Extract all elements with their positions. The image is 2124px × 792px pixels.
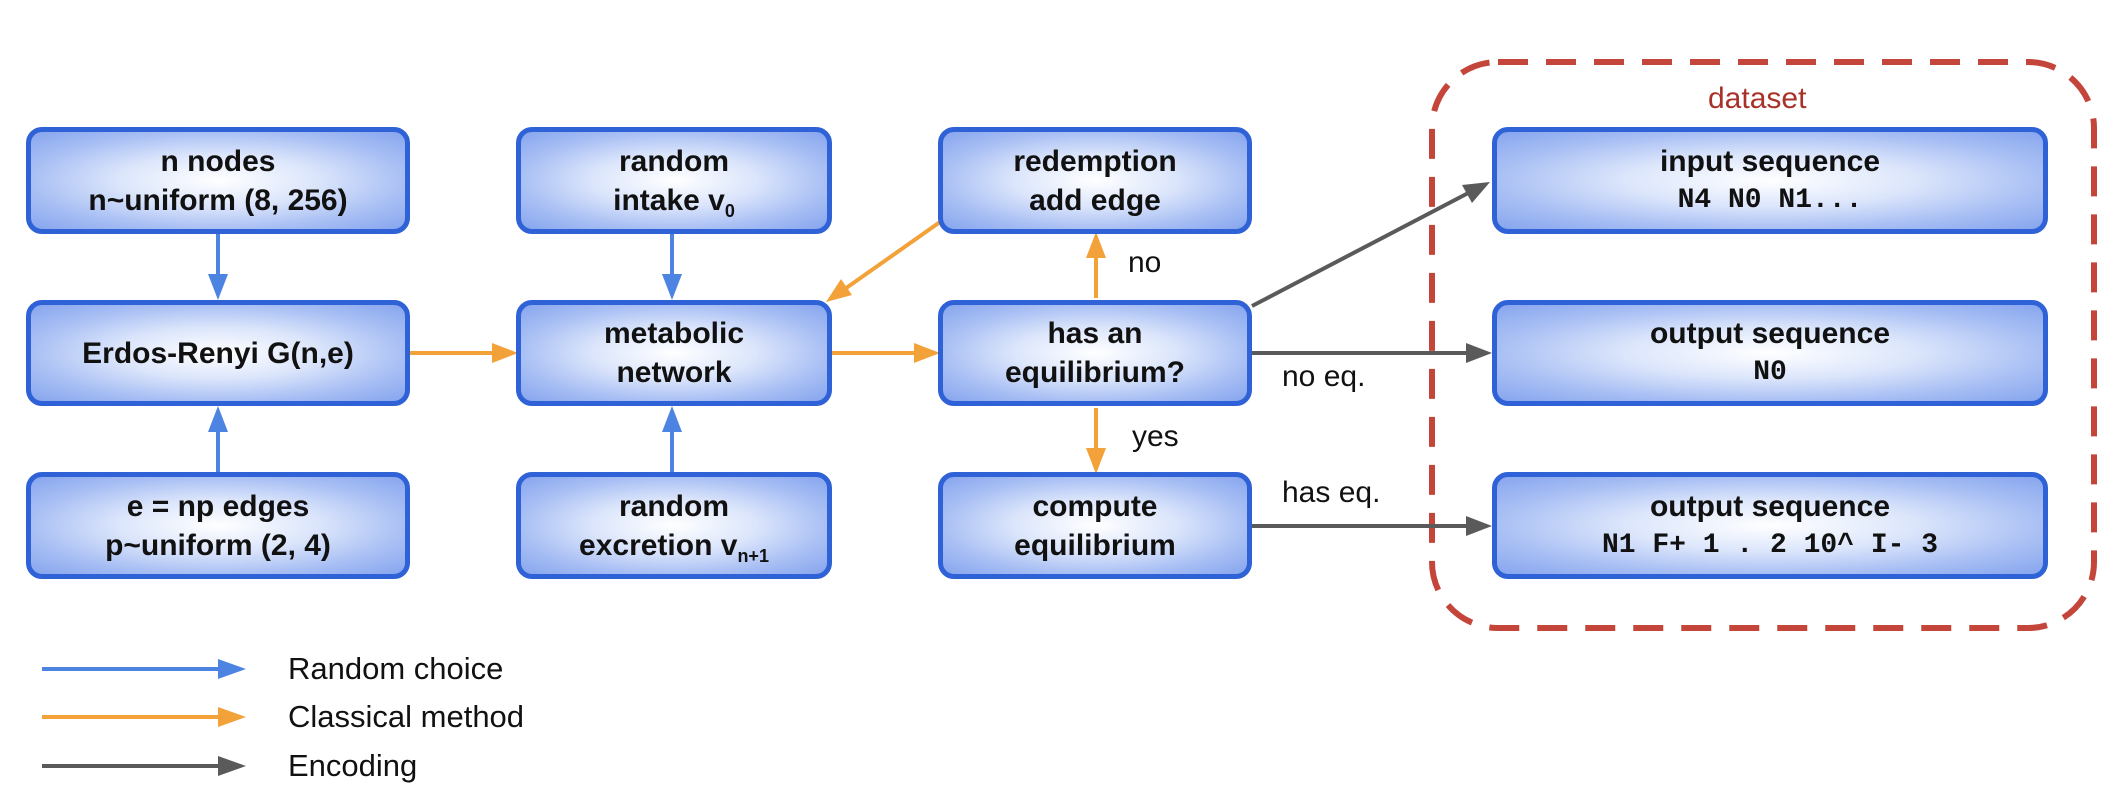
legend-label-random-choice: Random choice — [288, 651, 504, 686]
node-output-sequence-eq-line1: output sequence — [1649, 489, 1890, 523]
node-erdos-renyi-line1: Erdos-Renyi G(n,e) — [82, 336, 354, 370]
node-random-excretion: random excretion vn+1 — [516, 472, 832, 579]
arrow-edges-to-erdos-renyi — [208, 406, 228, 472]
node-redemption-line2: add edge — [1029, 183, 1161, 217]
node-random-excretion-line2-text: excretion v — [579, 528, 738, 562]
edge-label-no-eq: no eq. — [1282, 360, 1366, 393]
node-compute-equilibrium-line1: compute — [1032, 489, 1158, 523]
node-random-intake-line2-text: intake v — [613, 183, 725, 217]
node-edges: e = np edges p~uniform (2, 4) — [26, 472, 410, 579]
node-metabolic-network-line1: metabolic — [603, 317, 745, 350]
node-edges-line2: p~uniform (2, 4) — [105, 528, 331, 562]
node-metabolic-network-line2: network — [616, 356, 732, 389]
node-input-sequence-line1: input sequence — [1659, 144, 1881, 178]
node-random-intake: random intake v0 — [516, 127, 832, 234]
node-n-nodes-line1: n nodes — [160, 144, 276, 178]
node-n-nodes: n nodes n~uniform (8, 256) — [26, 127, 410, 234]
legend-arrow-encoding — [42, 756, 246, 776]
node-compute-equilibrium: compute equilibrium — [938, 472, 1252, 579]
node-random-intake-line2: intake v0 — [613, 181, 735, 220]
arrow-compute-equilibrium-to-output-eq — [1252, 516, 1492, 536]
legend-label-encoding: Encoding — [288, 748, 418, 783]
legend-label-classical-method: Classical method — [288, 699, 525, 734]
arrow-has-equilibrium-to-input-sequence — [1251, 182, 1490, 308]
node-n-nodes-line2: n~uniform (8, 256) — [88, 183, 348, 217]
node-output-sequence-eq-line2: N1 F+ 1 . 2 10^ I- 3 — [1601, 529, 1939, 561]
node-output-sequence-eq: output sequence N1 F+ 1 . 2 10^ I- 3 — [1492, 472, 2048, 579]
node-has-equilibrium-line1: has an — [1047, 317, 1143, 350]
node-edges-line1: e = np edges — [126, 489, 310, 523]
arrow-redemption-to-metabolic-network — [826, 220, 942, 302]
dataset-label: dataset — [1708, 82, 1807, 115]
arrow-erdos-renyi-to-metabolic-network — [410, 343, 518, 363]
arrow-has-equilibrium-to-compute-equilibrium — [1086, 408, 1106, 474]
node-random-excretion-line1: random — [618, 489, 729, 523]
node-random-intake-line1: random — [618, 144, 729, 178]
arrow-n-nodes-to-erdos-renyi — [208, 234, 228, 300]
node-output-sequence-no-eq-line1: output sequence — [1649, 317, 1890, 350]
arrow-metabolic-network-to-has-equilibrium — [832, 343, 940, 363]
arrow-has-equilibrium-to-redemption — [1086, 232, 1106, 298]
legend-arrow-random-choice — [42, 659, 246, 679]
edge-label-no: no — [1128, 246, 1162, 279]
dataset-boundary — [1429, 59, 2097, 631]
node-output-sequence-no-eq: output sequence N0 — [1492, 300, 2048, 406]
node-random-excretion-subscript: n+1 — [737, 545, 769, 566]
node-input-sequence: input sequence N4 N0 N1... — [1492, 127, 2048, 234]
node-redemption-line1: redemption — [1013, 144, 1177, 178]
node-erdos-renyi: Erdos-Renyi G(n,e) — [26, 300, 410, 406]
node-random-intake-subscript: 0 — [724, 200, 735, 221]
legend-arrow-classical-method — [42, 707, 246, 727]
node-metabolic-network: metabolic network — [516, 300, 832, 406]
arrow-intake-to-metabolic-network — [662, 234, 682, 300]
node-output-sequence-no-eq-line2: N0 — [1753, 357, 1787, 388]
edge-label-yes: yes — [1132, 420, 1179, 453]
node-random-excretion-line2: excretion vn+1 — [579, 526, 769, 565]
node-has-equilibrium: has an equilibrium? — [938, 300, 1252, 406]
arrow-has-equilibrium-to-output-no-eq — [1252, 343, 1492, 363]
edge-label-has-eq: has eq. — [1282, 476, 1381, 509]
arrow-excretion-to-metabolic-network — [662, 406, 682, 472]
node-compute-equilibrium-line2: equilibrium — [1014, 528, 1176, 562]
node-has-equilibrium-line2: equilibrium? — [1005, 356, 1185, 389]
node-redemption: redemption add edge — [938, 127, 1252, 234]
node-input-sequence-line2: N4 N0 N1... — [1677, 184, 1863, 216]
